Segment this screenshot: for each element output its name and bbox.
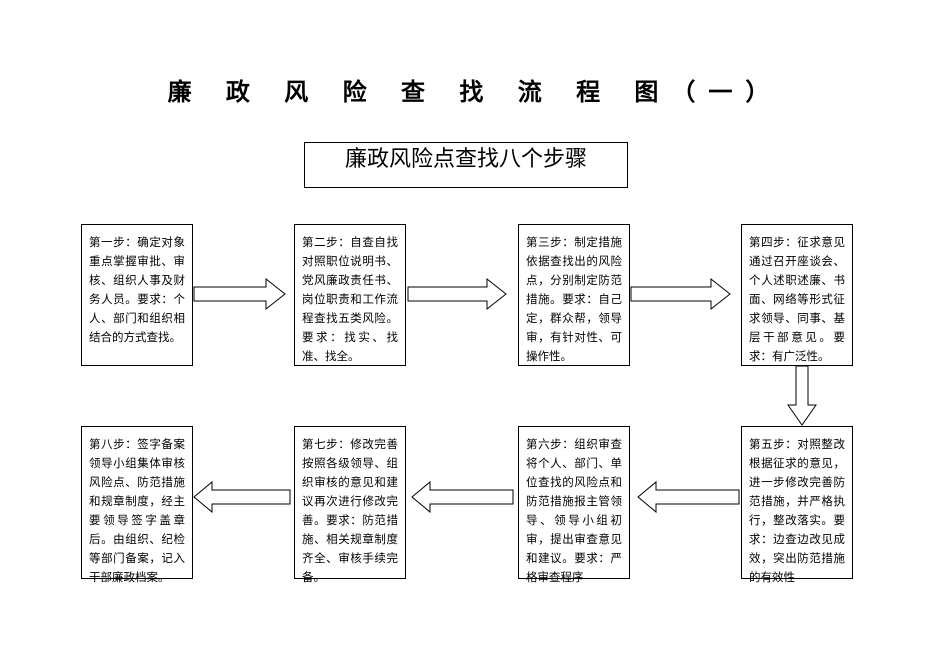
arrow-step1-to-step2 (193, 277, 286, 311)
step-8-box: 第八步：签字备案领导小组集体审核风险点、防范措施和规章制度，经主要领导签字盖章后… (81, 426, 193, 584)
step-5-box: 第五步：对照整改根据征求的意见，进一步修改完善防范措施，并严格执行，整改落实。要… (741, 426, 853, 584)
arrow-step7-to-step8 (193, 480, 291, 514)
page-title: 廉 政 风 险 查 找 流 程 图（一） (167, 78, 783, 106)
arrow-step5-to-step6 (637, 480, 740, 514)
step-7-box: 第七步：修改完善按照各级领导、组织审核的意见和建议再次进行修改完善。要求：防范措… (294, 426, 406, 584)
step-1-box: 第一步：确定对象重点掌握审批、审核、组织人事及财务人员。要求：个人、部门和组织相… (81, 224, 193, 366)
step-6-box: 第六步：组织审查将个人、部门、单位查找的风险点和防范措施报主管领导、领导小组初审… (518, 426, 630, 584)
step-3-box: 第三步：制定措施依据查找出的风险点，分别制定防范措施。要求：自己定，群众帮，领导… (518, 224, 630, 366)
step-2-box: 第二步：自查自找对照职位说明书、党风廉政责任书、岗位职责和工作流程查找五类风险。… (294, 224, 406, 366)
step-4-box: 第四步：征求意见通过召开座谈会、个人述职述廉、书面、网络等形式征求领导、同事、基… (741, 224, 853, 366)
arrow-step6-to-step7 (411, 480, 514, 514)
arrow-step2-to-step3 (407, 277, 507, 311)
arrow-step3-to-step4 (630, 277, 731, 311)
arrow-step4-to-step5 (787, 365, 817, 426)
subtitle-box: 廉政风险点查找八个步骤 (304, 142, 628, 188)
